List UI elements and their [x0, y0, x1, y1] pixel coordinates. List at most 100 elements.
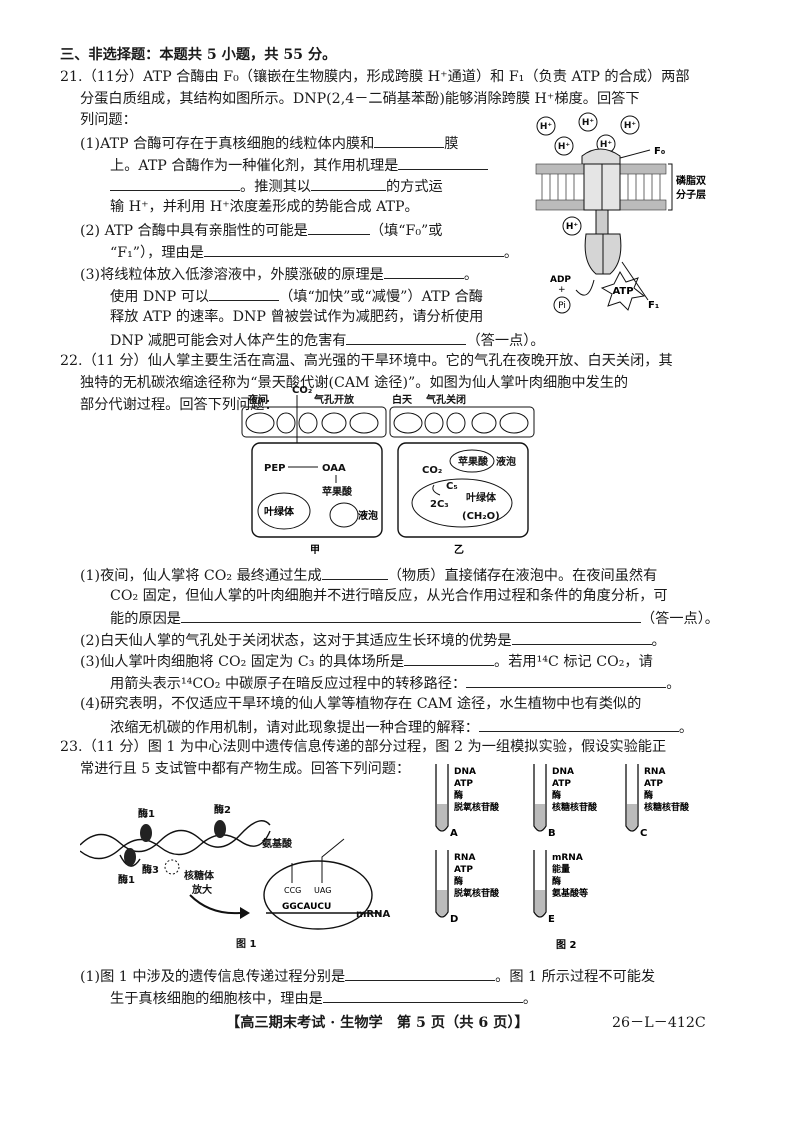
- answer-blank[interactable]: [307, 220, 370, 235]
- q23-part1-line2: 生于真核细胞的细胞核中，理由是。: [110, 988, 537, 1008]
- answer-blank[interactable]: [466, 673, 667, 688]
- q22-part1-line1: (1)夜间，仙人掌将 CO₂ 最终通过生成（物质）直接储存在液泡中。在夜间虽然有: [80, 565, 657, 585]
- proton-icon: H⁺: [620, 115, 640, 135]
- q21-part3-text2: 使用 DNP 可以: [110, 289, 210, 305]
- reaction-arrow: [575, 279, 595, 296]
- enzyme2-label: 酶2: [214, 803, 231, 816]
- mrna-label: mRNA: [356, 909, 390, 920]
- q21-part2-text2: “F₁”），理由是: [110, 245, 204, 261]
- tube-reagent: ATP: [454, 865, 473, 875]
- q22-part3-end: 。若用¹⁴C 标记 CO₂，请: [494, 654, 653, 670]
- figure-b-label: 乙: [454, 544, 464, 556]
- period: 。: [666, 676, 681, 692]
- svg-text:H⁺: H⁺: [566, 222, 579, 232]
- dna-strands: [80, 820, 271, 867]
- q22-part1-text3: 能的原因是: [110, 611, 181, 627]
- answer-blank[interactable]: [321, 565, 388, 580]
- proton-icon: H⁺: [554, 136, 574, 156]
- enzyme3-label: 酶3: [142, 863, 159, 876]
- f0-top: [581, 148, 621, 165]
- q22-part3-text: (3)仙人掌叶肉细胞将 CO₂ 固定为 C₃ 的具体场所是: [80, 654, 405, 670]
- q21-part1-text3: 。推测其以: [240, 179, 311, 195]
- figure-2-test-tubes: ADNAATP酶脱氧核苷酸BDNAATP酶核糖核苷酸CRNAATP酶核糖核苷酸D…: [435, 764, 690, 951]
- enzyme1-label-bottom: 酶1: [118, 873, 135, 886]
- answer-blank[interactable]: [310, 176, 386, 191]
- answer-blank[interactable]: [345, 966, 496, 981]
- pep-label: PEP: [264, 463, 286, 474]
- day-label: 白天: [392, 393, 413, 406]
- chloroplast-label-day: 叶绿体: [466, 491, 497, 504]
- q21-part3-text4: DNP 减肥可能会对人体产生的危害有: [110, 333, 347, 349]
- vacuole-label: 液泡: [358, 509, 378, 522]
- tube-reagent: 核糖核苷酸: [552, 801, 598, 813]
- tube-reagent: 脱氧核苷酸: [454, 801, 500, 813]
- svg-text:H⁺: H⁺: [540, 122, 553, 132]
- f1-label: F₁: [648, 300, 659, 311]
- answer-blank[interactable]: [511, 630, 652, 645]
- q22-part2-text: (2)白天仙人掌的气孔处于关闭状态，这对于其适应生长环境的优势是: [80, 633, 512, 649]
- answer-blank[interactable]: [203, 242, 504, 257]
- ribosome-icon: [164, 859, 180, 875]
- answer-blank[interactable]: [322, 988, 523, 1003]
- tube-reagent: 酶: [454, 875, 463, 887]
- answer-blank[interactable]: [374, 133, 445, 148]
- atp-synthase-figure: H⁺ H⁺ H⁺ H⁺ H⁺ F₀ 磷脂双 分子层 H⁺ ADP +: [535, 112, 706, 314]
- c5-label: C₅: [446, 481, 458, 492]
- q22-part3-line2: 用箭头表示¹⁴CO₂ 中碳原子在暗反应过程中的转移路径：。: [110, 673, 680, 693]
- q21-stem-line2: 分蛋白质组成，其结构如图所示。DNP(2,4－二硝基苯酚)能够消除跨膜 H⁺梯度…: [80, 91, 640, 107]
- tube-reagent: mRNA: [552, 853, 583, 863]
- figure-1-caption: 图 1: [236, 938, 256, 950]
- answer-blank[interactable]: [404, 651, 495, 666]
- period: 。: [678, 720, 694, 736]
- night-label: 夜间: [247, 393, 268, 406]
- tube-label: C: [640, 828, 647, 839]
- anticodon-2: UAG: [314, 886, 331, 895]
- q23-part1-text: (1)图 1 中涉及的遗传信息传递过程分别是: [80, 969, 346, 985]
- section-title: 三、非选择题：本题共 5 小题，共 55 分。: [60, 47, 337, 63]
- enlarge-label: 放大: [191, 883, 212, 896]
- codon-sequence: GGCAUCU: [282, 902, 331, 912]
- svg-text:Pi: Pi: [558, 301, 566, 311]
- q21-part3-line1: (3)将线粒体放入低渗溶液中，外膜涨破的原理是。: [80, 264, 478, 284]
- answer-blank[interactable]: [209, 286, 280, 301]
- answer-blank[interactable]: [478, 717, 679, 732]
- chloroplast-day: [411, 478, 513, 528]
- tube-reagent: 氨基酸等: [552, 887, 588, 899]
- tube-label: A: [450, 828, 458, 839]
- q22-stem-line2: 独特的无机碳浓缩途径称为“景天酸代谢(CAM 途径)”。如图为仙人掌叶肉细胞中发…: [80, 375, 629, 391]
- answer-blank[interactable]: [110, 176, 240, 191]
- co2-label: CO₂: [292, 385, 312, 396]
- footer-code: 26－L－412C: [612, 1015, 706, 1031]
- q21-part3-line3: 释放 ATP 的速率。DNP 曾被尝试作为减肥药，请分析使用: [110, 309, 484, 325]
- q21-part2-line2: “F₁”），理由是。: [110, 242, 518, 262]
- cell-day: [397, 442, 529, 538]
- plus-label: +: [558, 285, 566, 295]
- tube-reagent: ATP: [552, 779, 571, 789]
- tube-reagent: 酶: [552, 789, 561, 801]
- answer-blank[interactable]: [383, 264, 464, 279]
- answer-blank[interactable]: [180, 608, 641, 623]
- answer-blank[interactable]: [398, 155, 489, 170]
- tube-reagent: RNA: [644, 767, 665, 777]
- answer-blank[interactable]: [346, 330, 467, 345]
- chloroplast-night: [257, 492, 311, 530]
- anticodon-1: CCG: [284, 886, 301, 895]
- epidermis-right: [389, 406, 535, 438]
- ch2o-label: (CH₂O): [462, 511, 500, 522]
- tube-label: B: [548, 828, 556, 839]
- tube-reagent: ATP: [644, 779, 663, 789]
- tube-label: E: [548, 914, 555, 925]
- figure-1-transcription-translation: 酶1 酶2 酶3 酶1 核糖体 放大 氨基酸 mRNA 图 1 GGCAUCU …: [80, 803, 390, 950]
- q21-part2-end: （填“F₀”或: [369, 223, 443, 239]
- trna-icon: [291, 838, 345, 883]
- q21-part2-text: (2) ATP 合酶中具有亲脂性的可能是: [80, 223, 308, 239]
- q23-part1-end: 。图 1 所示过程不可能发: [495, 969, 656, 985]
- proton-icon: H⁺: [578, 112, 598, 132]
- tube-reagent: 酶: [454, 789, 463, 801]
- adp-label: ADP: [550, 275, 571, 285]
- q22-part4-text: 浓缩无机碳的作用机制，请对此现象提出一种合理的解释：: [110, 720, 479, 736]
- q21-part1-text: (1)ATP 合酶可存在于真核细胞的线粒体内膜和: [80, 136, 375, 152]
- q21-part1-line3: 。推测其以的方式运: [110, 176, 443, 196]
